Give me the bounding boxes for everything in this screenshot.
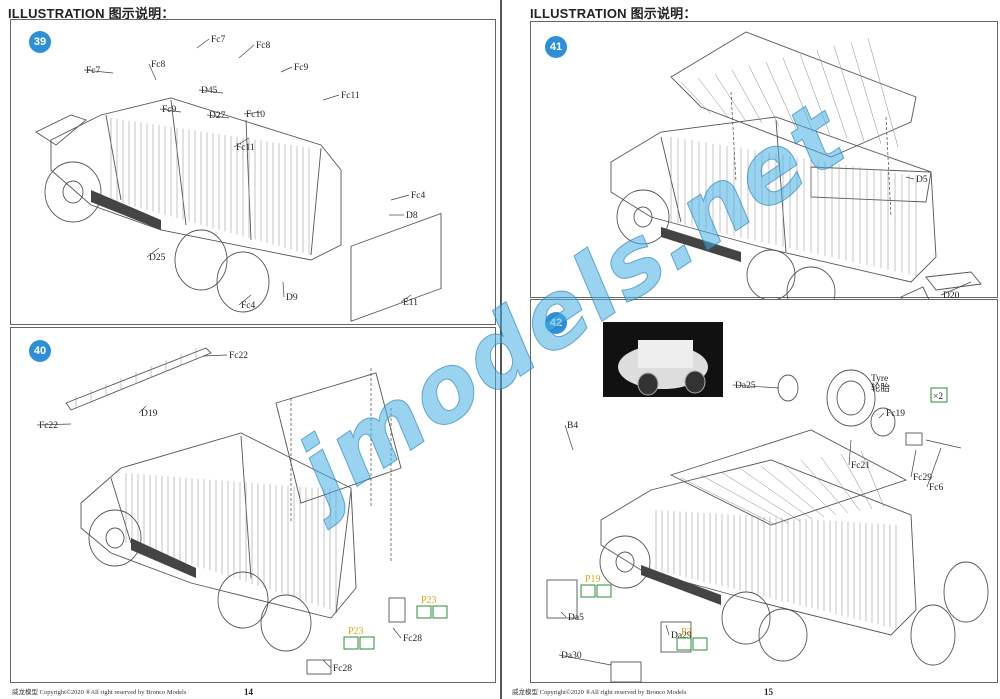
part-label-s41-1: D20: [943, 291, 960, 301]
part-label-s42-8: Da5: [568, 613, 584, 623]
step-42-panel: 42: [530, 299, 998, 683]
part-label-s40-4: Fc28: [333, 664, 352, 674]
reference-photo: [603, 322, 723, 397]
part-label-s42-3: Fc19: [886, 409, 905, 419]
part-label-s39-3: Fc8: [151, 60, 166, 70]
page-number-right: 15: [764, 687, 773, 697]
paint-code-s40-1: P23: [348, 626, 364, 637]
part-label-s42-1: Tyre: [871, 374, 888, 384]
part-label-s39-0: Fc7: [211, 35, 226, 45]
step-42-badge: 42: [545, 312, 567, 334]
part-label-s40-2: D19: [141, 409, 158, 419]
step-41-badge: 41: [545, 36, 567, 58]
footer-copyright-left: 威龙模型 Copyright©2020 ®All right reserved …: [12, 689, 187, 696]
part-label-s39-14: E11: [403, 298, 418, 308]
vehicle-39: [35, 97, 442, 322]
paint-code-s42-1: P2: [681, 627, 692, 638]
part-label-s41-0: D5: [916, 175, 928, 185]
part-label-s42-9: Da29: [671, 631, 692, 641]
part-label-s39-9: Fc10: [246, 110, 265, 120]
step-39-badge: 39: [29, 31, 51, 53]
page-header-left: ILLUSTRATION 图示说明：: [8, 6, 175, 21]
part-label-s39-12: D8: [406, 211, 418, 221]
page-15: ILLUSTRATION 图示说明： 41 D5D20D21D43 P15 42: [500, 0, 1000, 699]
part-label-s42-10: Da30: [561, 651, 582, 661]
part-label-s42-4: Fc21: [851, 461, 870, 471]
part-label-s40-0: Fc22: [229, 351, 248, 361]
part-label-s39-1: Fc8: [256, 41, 271, 51]
part-label-s39-15: D9: [286, 293, 298, 303]
part-label-s39-16: Fc4: [241, 301, 256, 311]
step-40-badge: 40: [29, 340, 51, 362]
paint-code-s40-0: P23: [421, 595, 437, 606]
part-label-s39-11: Fc4: [411, 191, 426, 201]
page-header-right: ILLUSTRATION 图示说明：: [530, 6, 697, 21]
part-label-s39-6: Fc11: [341, 91, 360, 101]
paint-code-s42-0: P19: [585, 574, 601, 585]
part-label-s39-10: Fc11: [236, 143, 255, 153]
multiplier-x2: ×2: [933, 392, 943, 402]
part-label-s40-3: Fc28: [403, 634, 422, 644]
step-42-diagram: Da25Tyre轮胎Fc19Fc21Fc29Fc6B4Da5Da29Da30×2…: [546, 369, 989, 683]
part-label-s42-2: 轮胎: [871, 382, 891, 394]
part-label-s39-13: D25: [149, 253, 166, 263]
part-label-s39-8: D27: [209, 111, 226, 121]
footer-copyright-right: 威龙模型 Copyright©2020 ®All right reserved …: [512, 689, 687, 696]
part-label-s40-1: Fc22: [39, 421, 58, 431]
part-label-s42-6: Fc6: [929, 483, 944, 493]
part-label-s42-7: B4: [567, 421, 578, 431]
part-label-s42-5: Fc29: [913, 473, 932, 483]
page-number-left: 14: [244, 687, 253, 697]
part-label-s39-4: Fc9: [294, 63, 309, 73]
